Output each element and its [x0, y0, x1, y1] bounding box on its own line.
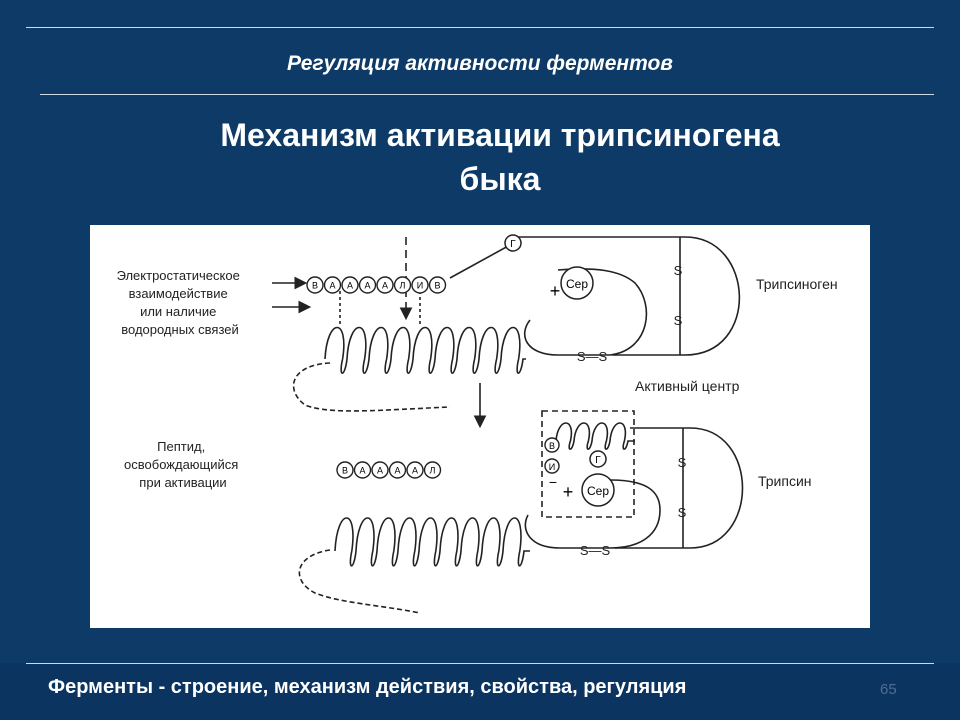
- amino-acid-label: А: [382, 281, 388, 291]
- trypsin-structure: [298, 410, 744, 614]
- title-line-2: быка: [459, 161, 541, 197]
- amino-acid-bead: [323, 276, 342, 294]
- trypsin-inner-loop: [524, 479, 661, 549]
- slide-subtitle: Регуляция активности ферментов: [287, 52, 673, 75]
- s-label-top-1: S: [674, 263, 683, 278]
- amino-acid-bead: [388, 461, 407, 479]
- trypsin-bound-residues: В И − +: [544, 437, 574, 502]
- footer-bar: [0, 663, 960, 720]
- amino-acid-label: А: [394, 466, 400, 476]
- amino-acid-label: В: [312, 281, 318, 291]
- ser-residue-bottom: Сер: [581, 473, 615, 507]
- g-residue-bottom: Г: [589, 450, 607, 468]
- s-label-bottom-2: S: [678, 505, 687, 520]
- page-number: 65: [880, 681, 897, 698]
- amino-acid-bead: [423, 461, 442, 479]
- title-line-1: Механизм активации трипсиногена: [220, 117, 780, 153]
- amino-acid-label: А: [364, 281, 370, 291]
- svg-text:+: +: [563, 482, 574, 502]
- g-residue-top: Г: [504, 234, 522, 252]
- trypsinogen-activation-diagram: В А А А А Л И В Г Сер + S S S—S Электростатичес…: [90, 225, 870, 628]
- amino-acid-bead: [376, 276, 394, 294]
- amino-acid-bead: [393, 276, 412, 294]
- svg-text:В: В: [549, 441, 555, 451]
- s-label-top-2: S: [674, 313, 683, 328]
- amino-acid-label: А: [329, 281, 335, 291]
- svg-text:Г: Г: [510, 239, 516, 250]
- amino-acid-label: И: [417, 281, 423, 291]
- trypsinogen-inner-loop: [524, 268, 648, 356]
- trypsinogen-outer-loop: [518, 236, 741, 356]
- amino-acid-label: А: [347, 281, 353, 291]
- amino-acid-bead: [411, 276, 429, 294]
- ss-label-top: S—S: [577, 349, 608, 364]
- active-center-label: Активный центр: [635, 378, 740, 394]
- amino-acid-label: В: [342, 466, 348, 476]
- amino-acid-bead: [358, 276, 377, 294]
- g-connector-top: [449, 244, 511, 279]
- amino-acid-bead: [406, 461, 424, 479]
- ser-residue-top: Сер +: [550, 266, 594, 301]
- ss-label-bottom: S—S: [580, 543, 611, 558]
- slide-title: Механизм активации трипсиногена быка: [60, 113, 940, 201]
- svg-text:Сер: Сер: [587, 484, 609, 498]
- svg-text:Сер: Сер: [566, 277, 588, 291]
- amino-acid-label: А: [412, 466, 418, 476]
- amino-acid-label: А: [377, 466, 383, 476]
- footer-text: Ферменты - строение, механизм действия, …: [48, 676, 687, 698]
- svg-text:Г: Г: [595, 455, 601, 466]
- amino-acid-bead: [341, 276, 359, 294]
- amino-acid-bead: [306, 276, 324, 294]
- top-rule: [26, 27, 934, 28]
- trypsin-label: Трипсин: [758, 473, 812, 489]
- amino-acid-bead: [336, 461, 354, 479]
- amino-acid-label: В: [434, 281, 440, 291]
- amino-acid-label: Л: [400, 281, 406, 291]
- s-label-bottom-1: S: [678, 455, 687, 470]
- trypsinogen-helix: [324, 326, 526, 374]
- amino-acid-bead: [428, 276, 447, 294]
- amino-acid-bead: [353, 461, 372, 479]
- amino-acid-label: Л: [430, 466, 436, 476]
- electrostatic-label: Электростатическое взаимодействие или на…: [117, 268, 244, 337]
- footer-rule: [26, 663, 934, 664]
- svg-text:−: −: [549, 474, 557, 490]
- trypsinogen-structure: [272, 236, 741, 412]
- active-center-box: [541, 410, 635, 518]
- trypsin-helix-main: [334, 517, 530, 567]
- trypsin-outer-loop: [615, 427, 744, 549]
- amino-acid-label: А: [359, 466, 365, 476]
- svg-text:+: +: [550, 281, 561, 301]
- trypsin-helix-box: [555, 422, 635, 450]
- amino-acid-bead: [371, 461, 389, 479]
- svg-text:И: И: [549, 462, 555, 472]
- trypsinogen-tail: [292, 362, 451, 412]
- subtitle-rule: [40, 94, 934, 95]
- trypsin-tail: [298, 549, 421, 614]
- peptide-label: Пептид, освобождающийся при активации: [124, 439, 242, 490]
- trypsinogen-label: Трипсиноген: [756, 276, 838, 292]
